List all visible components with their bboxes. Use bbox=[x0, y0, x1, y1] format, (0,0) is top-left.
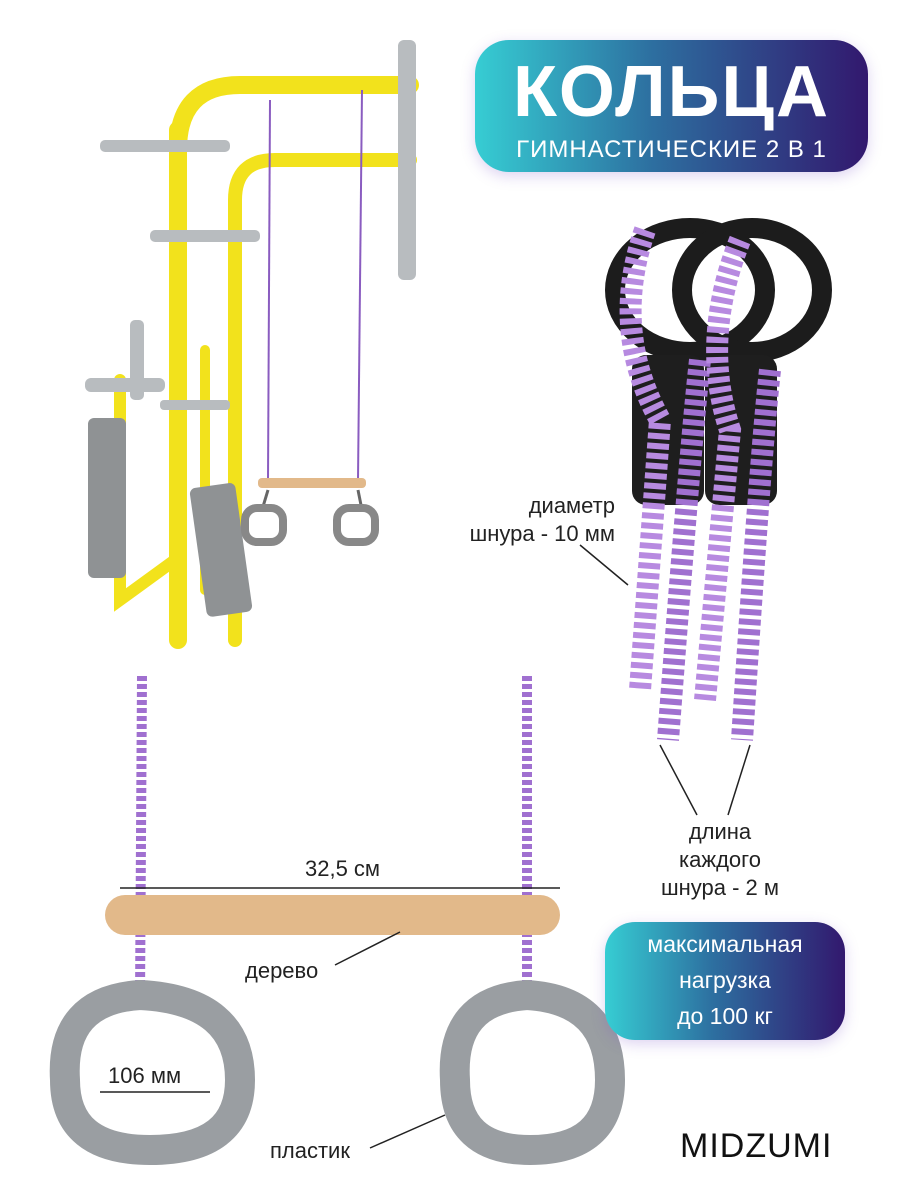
title-main: КОЛЬЦА bbox=[512, 52, 830, 132]
max-load-badge: максимальная нагрузка до 100 кг bbox=[605, 922, 845, 1040]
cord-length-line: каждого bbox=[679, 847, 761, 872]
cord-length-label: длина каждого шнура - 2 м bbox=[640, 818, 800, 902]
trapeze-illustration bbox=[49, 675, 626, 1166]
cord-diameter-label: диаметр шнура - 10 мм bbox=[440, 492, 615, 548]
wall-mounts-illustration bbox=[85, 40, 416, 617]
dimension-arrows bbox=[100, 544, 751, 1149]
small-trapeze-illustration bbox=[241, 89, 379, 546]
bar-length-label: 32,5 см bbox=[305, 856, 381, 881]
cord-diameter-line: диаметр bbox=[528, 493, 615, 518]
wall-bars-illustration bbox=[114, 76, 419, 649]
brand-logo: MIDZUMI bbox=[680, 1127, 833, 1165]
rope-loops-illustration bbox=[605, 218, 832, 741]
cord-length-line: длина bbox=[688, 819, 752, 844]
ring-size-label: 106 мм bbox=[108, 1063, 182, 1088]
cord-length-line: шнура - 2 м bbox=[660, 875, 780, 900]
load-line: максимальная bbox=[647, 931, 803, 957]
bar-material-label: дерево bbox=[245, 958, 319, 983]
cord-diameter-line: шнура - 10 мм bbox=[469, 521, 615, 546]
ring-material-label: пластик bbox=[270, 1138, 350, 1163]
title-badge: КОЛЬЦА ГИМНАСТИЧЕСКИЕ 2 В 1 bbox=[475, 40, 868, 172]
title-subtitle: ГИМНАСТИЧЕСКИЕ 2 В 1 bbox=[516, 136, 827, 163]
load-line: до 100 кг bbox=[677, 1003, 773, 1029]
load-line: нагрузка bbox=[679, 967, 771, 993]
